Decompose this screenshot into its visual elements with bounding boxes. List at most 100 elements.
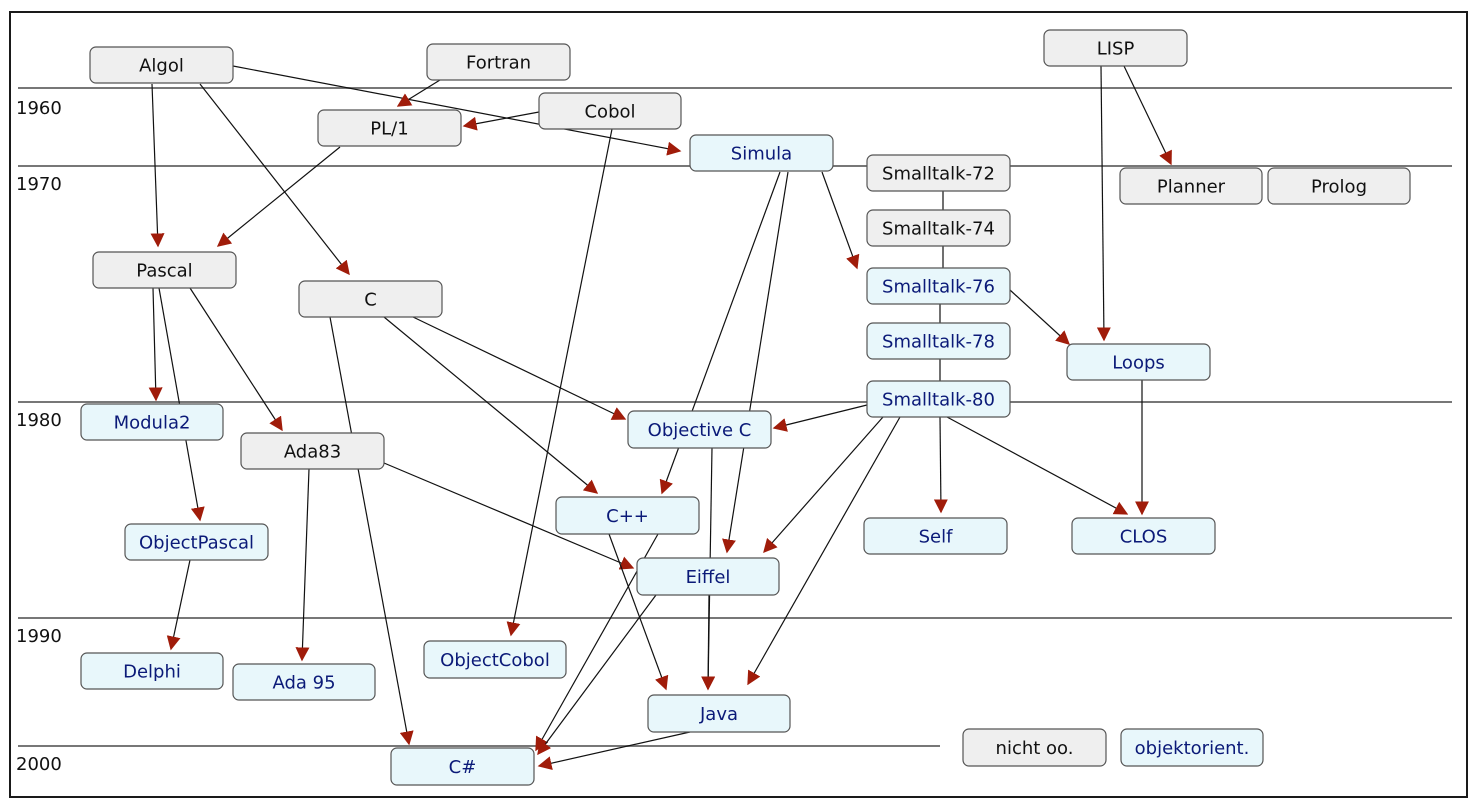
node-box	[1066, 343, 1211, 381]
node-smalltalk78: Smalltalk-78	[866, 322, 1011, 360]
edge-smalltalk80-to-self	[933, 416, 948, 514]
edge-smalltalk80-to-clos	[946, 416, 1129, 515]
year-label-1980: 1980	[16, 410, 62, 431]
node-box	[866, 267, 1011, 305]
node-algol: Algol	[89, 46, 234, 84]
node-box	[689, 134, 834, 172]
node-label: Loops	[1112, 353, 1165, 374]
diagram-frame	[9, 11, 1468, 798]
node-label: Objective C	[648, 420, 752, 441]
node-delphi: Delphi	[80, 652, 224, 690]
node-label: Modula2	[114, 413, 191, 434]
node-box	[647, 694, 791, 733]
node-java: Java	[647, 694, 791, 733]
edge-eiffel-to-java	[701, 594, 716, 691]
node-label: nicht oo.	[996, 738, 1074, 759]
node-label: CLOS	[1120, 527, 1168, 548]
node-label: C#	[449, 757, 477, 778]
node-box	[1267, 167, 1411, 205]
node-label: ObjectPascal	[139, 533, 254, 554]
node-box	[298, 280, 443, 318]
edge-lisp-to-planner	[1123, 65, 1172, 166]
node-label: Fortran	[466, 53, 531, 74]
year-label-1990: 1990	[16, 626, 62, 647]
edge-c-to-cpp	[383, 316, 599, 494]
node-box	[92, 251, 237, 289]
node-smalltalk76: Smalltalk-76	[866, 267, 1011, 305]
node-label: Self	[919, 527, 954, 548]
edge-cpp-to-java	[608, 533, 669, 691]
node-lisp: LISP	[1043, 29, 1188, 67]
node-eiffel: Eiffel	[636, 557, 780, 596]
node-cobol: Cobol	[538, 92, 682, 130]
node-box	[863, 517, 1008, 555]
node-self: Self	[863, 517, 1008, 555]
node-box	[89, 46, 234, 84]
node-label: Eiffel	[686, 567, 731, 588]
edge-eiffel-to-csharp	[537, 594, 657, 756]
node-label: ObjectCobol	[440, 650, 550, 671]
node-cpp: C++	[555, 496, 700, 535]
node-label: Cobol	[584, 102, 635, 123]
node-box	[80, 652, 224, 690]
node-objectcobol: ObjectCobol	[423, 640, 567, 679]
node-box	[80, 403, 224, 441]
node-objectivec: Objective C	[627, 410, 772, 449]
node-objectpascal: ObjectPascal	[124, 523, 269, 561]
node-smalltalk72: Smalltalk-72	[866, 154, 1011, 192]
node-label: Smalltalk-80	[882, 390, 995, 411]
node-box	[232, 663, 376, 701]
year-label-2000: 2000	[16, 754, 62, 775]
year-label-1960: 1960	[16, 98, 62, 119]
edge-ada83-to-eiffel	[383, 462, 635, 570]
node-box	[1120, 728, 1264, 767]
node-ada83: Ada83	[240, 432, 385, 470]
edge-smalltalk80-to-objectivec	[772, 404, 868, 432]
node-label: Smalltalk-78	[882, 332, 995, 353]
node-smalltalk80: Smalltalk-80	[866, 380, 1011, 418]
node-box	[866, 380, 1011, 418]
node-label: Delphi	[123, 662, 181, 683]
edge-smalltalk80-to-eiffel	[763, 416, 884, 554]
node-label: Smalltalk-72	[882, 164, 995, 185]
node-label: C	[364, 290, 377, 311]
node-legend-non-oo: nicht oo.	[962, 728, 1107, 767]
edge-algol-to-simula	[232, 65, 682, 156]
edge-lisp-to-loops	[1096, 65, 1111, 342]
node-label: Smalltalk-76	[882, 277, 995, 298]
node-csharp: C#	[390, 747, 535, 786]
node-label: Algol	[139, 56, 184, 77]
node-fortran: Fortran	[426, 43, 571, 81]
node-prolog: Prolog	[1267, 167, 1411, 205]
node-label: Smalltalk-74	[882, 219, 995, 240]
node-label: objektorient.	[1135, 738, 1250, 759]
node-box	[1071, 517, 1216, 555]
node-box	[124, 523, 269, 561]
node-box	[866, 322, 1011, 360]
node-legend-oo: objektorient.	[1120, 728, 1264, 767]
node-box	[240, 432, 385, 470]
edge-java-to-csharp	[537, 731, 691, 771]
edge-pascal-to-modula2	[148, 287, 163, 402]
node-box	[866, 154, 1011, 192]
edge-smalltalk76-to-loops	[1009, 289, 1071, 345]
edge-cobol-to-pl1	[462, 111, 540, 131]
node-box	[390, 747, 535, 786]
node-loops: Loops	[1066, 343, 1211, 381]
node-smalltalk74: Smalltalk-74	[866, 209, 1011, 247]
node-label: LISP	[1097, 39, 1135, 60]
node-label: Java	[699, 704, 738, 725]
node-c: C	[298, 280, 443, 318]
edge-smalltalk80-to-java	[747, 416, 901, 686]
edge-algol-to-c	[199, 83, 350, 276]
node-pascal: Pascal	[92, 251, 237, 289]
edge-c-to-objectivec	[412, 316, 627, 420]
node-label: Ada 95	[272, 673, 335, 694]
edge-pascal-to-ada83	[189, 287, 283, 432]
edge-algol-to-pascal	[150, 83, 165, 248]
edge-simula-to-smalltalk76	[821, 171, 860, 270]
year-label-1970: 1970	[16, 174, 62, 195]
node-box	[1043, 29, 1188, 67]
node-label: Ada83	[284, 442, 341, 463]
node-pl1: PL/1	[317, 109, 462, 147]
